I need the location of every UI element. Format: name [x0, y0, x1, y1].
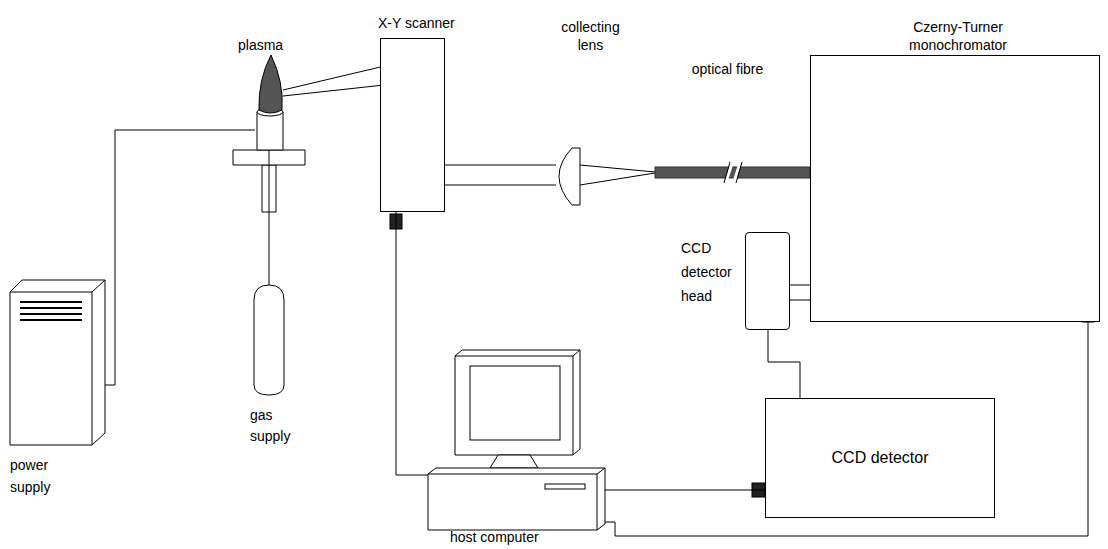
collecting-lens [559, 148, 580, 205]
ccd-head-box: CCD detector head [745, 232, 790, 330]
wire-connector [605, 490, 765, 491]
wire-connector [396, 212, 428, 475]
wire-connector [605, 322, 1088, 536]
component-label: gas supply [250, 405, 300, 447]
gas-cylinder [254, 285, 284, 395]
component-label: host computer [450, 530, 539, 545]
gas-cylinder: gas supply [254, 285, 284, 395]
computer-illustration [428, 350, 605, 530]
component-label: CCD detector [830, 445, 930, 471]
optical-fibre [655, 162, 810, 183]
component-label: X-Y scanner [378, 14, 455, 32]
light-rays [283, 60, 655, 185]
wire-connector [768, 330, 800, 398]
part-label: collecting lens [553, 18, 628, 54]
monochromator-box: Czerny-Turner monochromator [810, 55, 1100, 322]
component-label: CCD detector head [681, 237, 741, 308]
head-coupling [790, 285, 810, 300]
component-label: power supply [10, 454, 70, 499]
power-supply-unit: power supply [8, 278, 105, 495]
part-label: optical fibre [690, 60, 765, 78]
scanner-box: X-Y scanner [380, 38, 445, 212]
power-supply-tower [10, 280, 105, 445]
wire-connector [269, 150, 270, 285]
component-label: Czerny-Turner monochromator [863, 19, 1053, 54]
wire-connector [105, 130, 255, 385]
plasma-torch: plasma [255, 55, 283, 150]
ccd-detector-box: CCD detector [765, 398, 995, 518]
component-label: plasma [238, 36, 283, 54]
host-computer: host computer [428, 350, 605, 546]
